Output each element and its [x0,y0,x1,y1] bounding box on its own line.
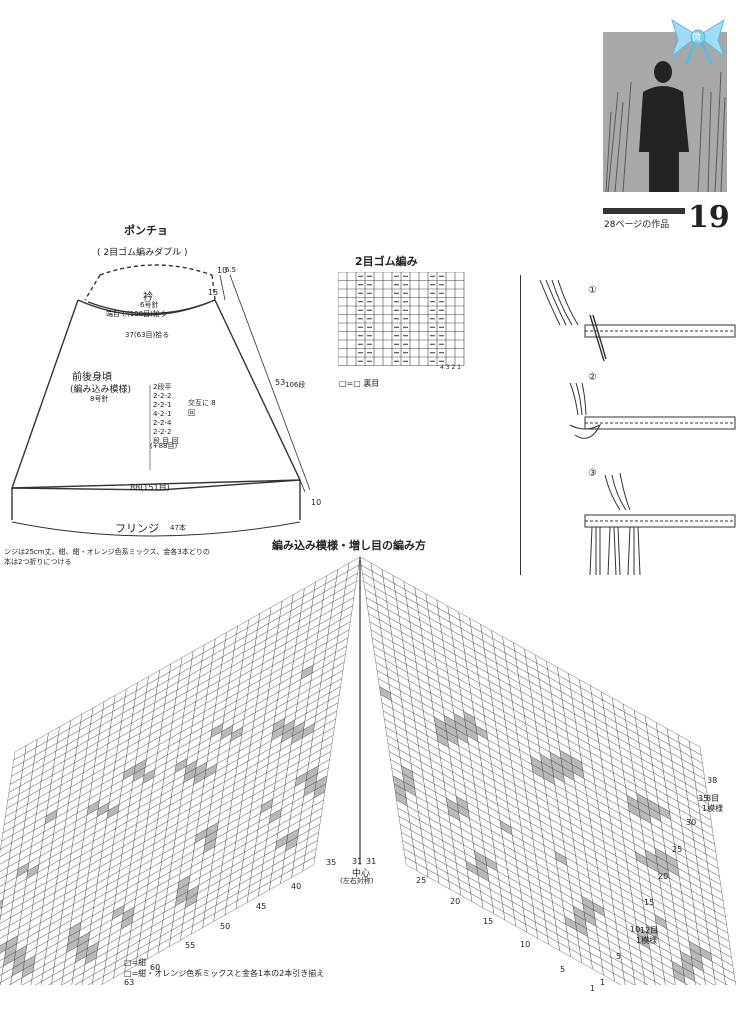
rib-title: 2目ゴム編み [355,255,418,268]
center-num-right: 31 [366,857,377,866]
increase-line: 2段平 [153,383,172,391]
row-num: 30 [686,818,697,827]
left-num: 63 [124,978,135,987]
side-rows: 106段 [285,381,306,389]
repeat-8: 8目 [706,794,720,803]
row-num: 25 [672,845,683,854]
repeat-12: 12目 [640,926,659,935]
rib-legend: □=□ 裏目 [339,379,380,388]
poncho-title: ポンチョ [124,224,168,237]
row-num: 15 [644,898,655,907]
step-2: ② [588,372,597,383]
caption-bar [603,208,685,214]
side-length: 53 [275,378,286,387]
row-num: 10 [630,925,641,934]
divider [520,275,521,575]
chart-title: 編み込み模様・増し目の編み方 [272,539,426,552]
increase-note: 交互に 8回 [188,399,216,417]
logo-char: 微 [692,33,702,43]
increase-line: 2-2-2 [153,428,172,436]
increase-table: 2段平 2-2-2 2-2-1 4-2-1 2-2-4 2-2-2 段 目 回 [153,383,178,446]
hem-height: 10 [311,498,322,507]
row-num: 5 [616,952,622,961]
left-num: 35 [326,858,337,867]
side-top-c: 15 [208,288,219,297]
row-num: 38 [707,776,718,785]
rib-numbers: 4 3 2 1 [440,364,461,371]
fringe-steps-illustration [539,279,736,576]
side-top-b: 6.5 [225,266,237,274]
increase-line: 2-2-1 [153,401,172,409]
stitch-num: 5 [560,965,566,974]
legend-2: □=紺・オレンジ色系ミックスと金各1本の2本引き揃え [124,969,325,978]
fringe-note-1: ンジは25cm丈、紺、紺・オレンジ色系ミックス、金各3本どりの [4,548,210,556]
stitch-num: 25 [416,876,427,885]
ribbon-logo: 微 [668,10,728,66]
poncho-schematic [11,264,311,537]
stitch-num: 1 [590,984,596,993]
collar-pattern: ( 2目ゴム編みダブル ) [97,248,188,258]
row-num: 1 [600,978,606,987]
collar-needle: 6号針 [140,301,159,309]
repeat-12-note: 1模様 [636,936,658,945]
neck-width: 37(63目)拾る [125,331,170,339]
increase-total: (+88目) [150,442,178,450]
side-top-a: 10 [217,266,228,275]
fringe-count: 47本 [170,524,186,532]
left-num: 45 [256,902,267,911]
colorwork-chart [0,556,736,985]
fringe-title: フリンジ [115,522,159,535]
step-1: ① [588,285,597,296]
fringe-note-2: 本は2つ折りにつける [4,558,72,566]
increase-line: 段 目 回 [153,437,179,445]
step-3: ③ [588,468,597,479]
hem-width: 88(151目) [130,483,170,492]
body-needle: 8号針 [90,395,109,403]
left-num: 55 [185,941,196,950]
left-num: 60 [150,963,161,972]
left-num: 50 [220,922,231,931]
repeat-8-note: 1模様 [702,804,724,813]
body-title: 前後身頃 [72,372,112,383]
left-num: 40 [291,882,302,891]
increase-line: 4-2-1 [153,410,172,418]
increase-line: 2-2-2 [153,392,172,400]
rib-chart-grid [338,272,465,366]
center-num-left: 31 [352,857,363,866]
stitch-num: 20 [450,897,461,906]
center-note: (左右対称) [340,877,374,885]
body-pattern: (編み込み模様) [70,385,132,395]
collar-pickup: 端目で(100目)拾う [106,310,167,318]
collar-label: 衿 [143,292,153,303]
stitch-num: 15 [483,917,494,926]
center-label: 中心 [352,869,371,879]
row-num: 20 [658,872,669,881]
stitch-num: 10 [520,940,531,949]
increase-line: 2-2-4 [153,419,172,427]
page-number: 19 [688,200,730,235]
model-photo [603,32,727,192]
row-num: 35 [698,794,709,803]
page-caption: 28ページの作品 [604,220,670,230]
legend-1: □=紺 [124,958,147,967]
